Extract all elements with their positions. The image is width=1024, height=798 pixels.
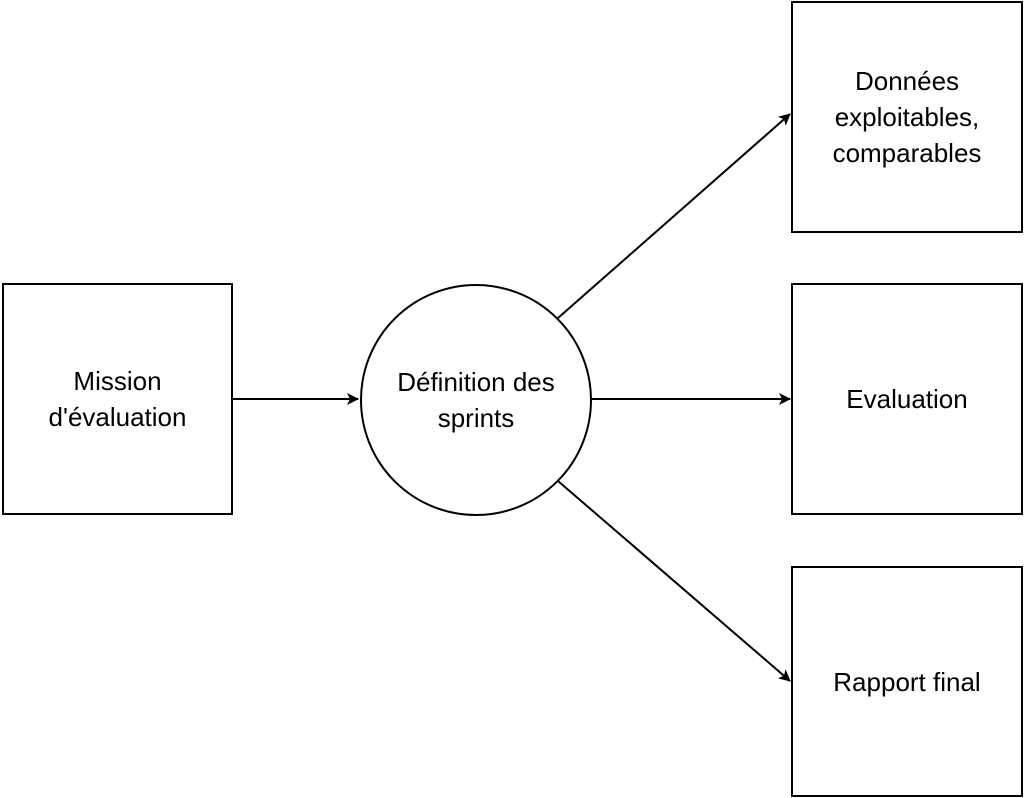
node-donnees-line-2: exploitables,	[834, 102, 980, 132]
node-mission: Mission d'évaluation	[2, 283, 233, 515]
node-donnees-line-1: Données	[854, 66, 960, 96]
node-rapport: Rapport final	[791, 566, 1023, 797]
node-sprints-line-1: Définition des	[397, 367, 555, 397]
node-mission-line-2: d'évaluation	[48, 402, 187, 432]
node-donnees: Données exploitables, comparables	[791, 1, 1023, 233]
node-donnees-line-3: comparables	[832, 138, 982, 168]
node-evaluation-line-1: Evaluation	[846, 384, 968, 414]
node-rapport-line-1: Rapport final	[833, 666, 981, 697]
edge-sprints-to-donnees	[557, 113, 791, 319]
node-sprints: Définition des sprints	[360, 284, 592, 516]
edge-sprints-to-rapport	[557, 480, 791, 682]
node-sprints-line-2: sprints	[437, 403, 515, 433]
node-evaluation: Evaluation	[791, 283, 1023, 515]
node-mission-line-1: Mission	[73, 366, 162, 396]
